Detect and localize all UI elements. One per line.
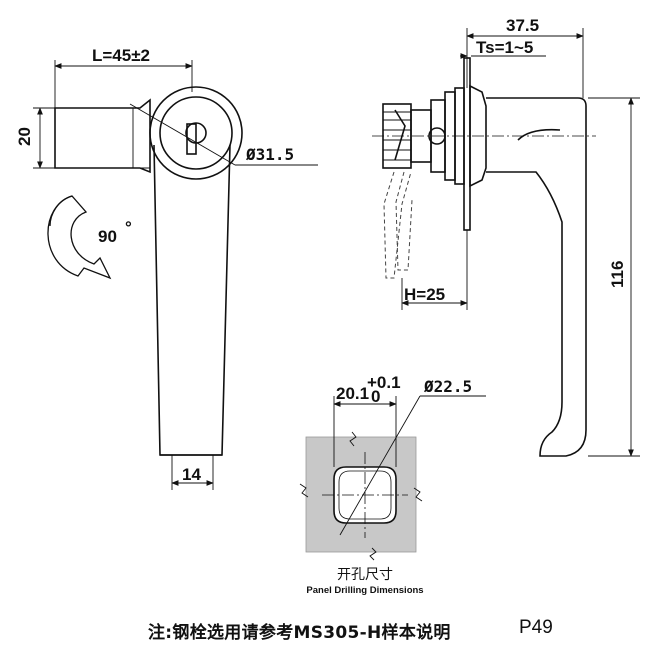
side-thickness-label: Ts=1~5	[476, 38, 533, 57]
front-rosette-outer	[149, 86, 243, 180]
front-handle-arm	[54, 98, 151, 174]
front-rosette-inner	[159, 96, 233, 170]
side-handle-profile	[486, 97, 587, 457]
side-view: 37.5 Ts=1~5 H=25 11	[372, 16, 640, 457]
panel-diameter-label: Ø22.5	[423, 377, 472, 396]
footer-page-ref: P49	[519, 617, 553, 638]
side-cam-dashed-inner	[395, 171, 413, 271]
panel-width-tol-plus: +0.1	[367, 373, 401, 392]
rotation-arrow-icon	[47, 195, 112, 280]
panel-break-top	[349, 431, 357, 447]
panel-cutout-hole-inner	[338, 470, 392, 520]
panel-break-right	[413, 487, 423, 502]
rotation-label: 90	[98, 227, 117, 246]
front-length-label: L=45±2	[92, 46, 150, 65]
side-height-label: 116	[608, 261, 627, 288]
side-h-label: H=25	[404, 285, 445, 304]
front-view: L=45±2 20 Ø31.5 14 90 °	[15, 46, 318, 490]
panel-break-left	[299, 483, 309, 498]
panel-cutout-view: Ø22.5 20.1 +0.1 0	[299, 373, 486, 561]
panel-caption-cn: 开孔尺寸	[337, 567, 393, 583]
side-rosette	[469, 84, 487, 188]
panel-caption: 开孔尺寸 Panel Drilling Dimensions	[290, 564, 440, 596]
front-grip	[153, 144, 231, 456]
side-cam-wedge	[394, 109, 406, 161]
front-key-slot	[186, 123, 197, 155]
rotation-unit: °	[125, 218, 132, 237]
panel-break-bottom	[369, 547, 377, 561]
panel-width-tol-minus: 0	[371, 387, 380, 406]
panel-caption-en: Panel Drilling Dimensions	[306, 585, 424, 596]
side-depth-label: 37.5	[506, 16, 539, 35]
front-diameter-label: Ø31.5	[245, 145, 294, 164]
side-handle-inner-curve	[517, 128, 561, 141]
front-width-label: 14	[182, 465, 201, 484]
front-diameter-leader	[129, 103, 236, 166]
front-height-label: 20	[15, 127, 34, 146]
footer-note: 注:钢栓选用请参考MS305-H样本说明	[148, 623, 451, 643]
panel-diameter-leader	[339, 395, 421, 536]
panel-width-label: 20.1	[336, 384, 369, 403]
